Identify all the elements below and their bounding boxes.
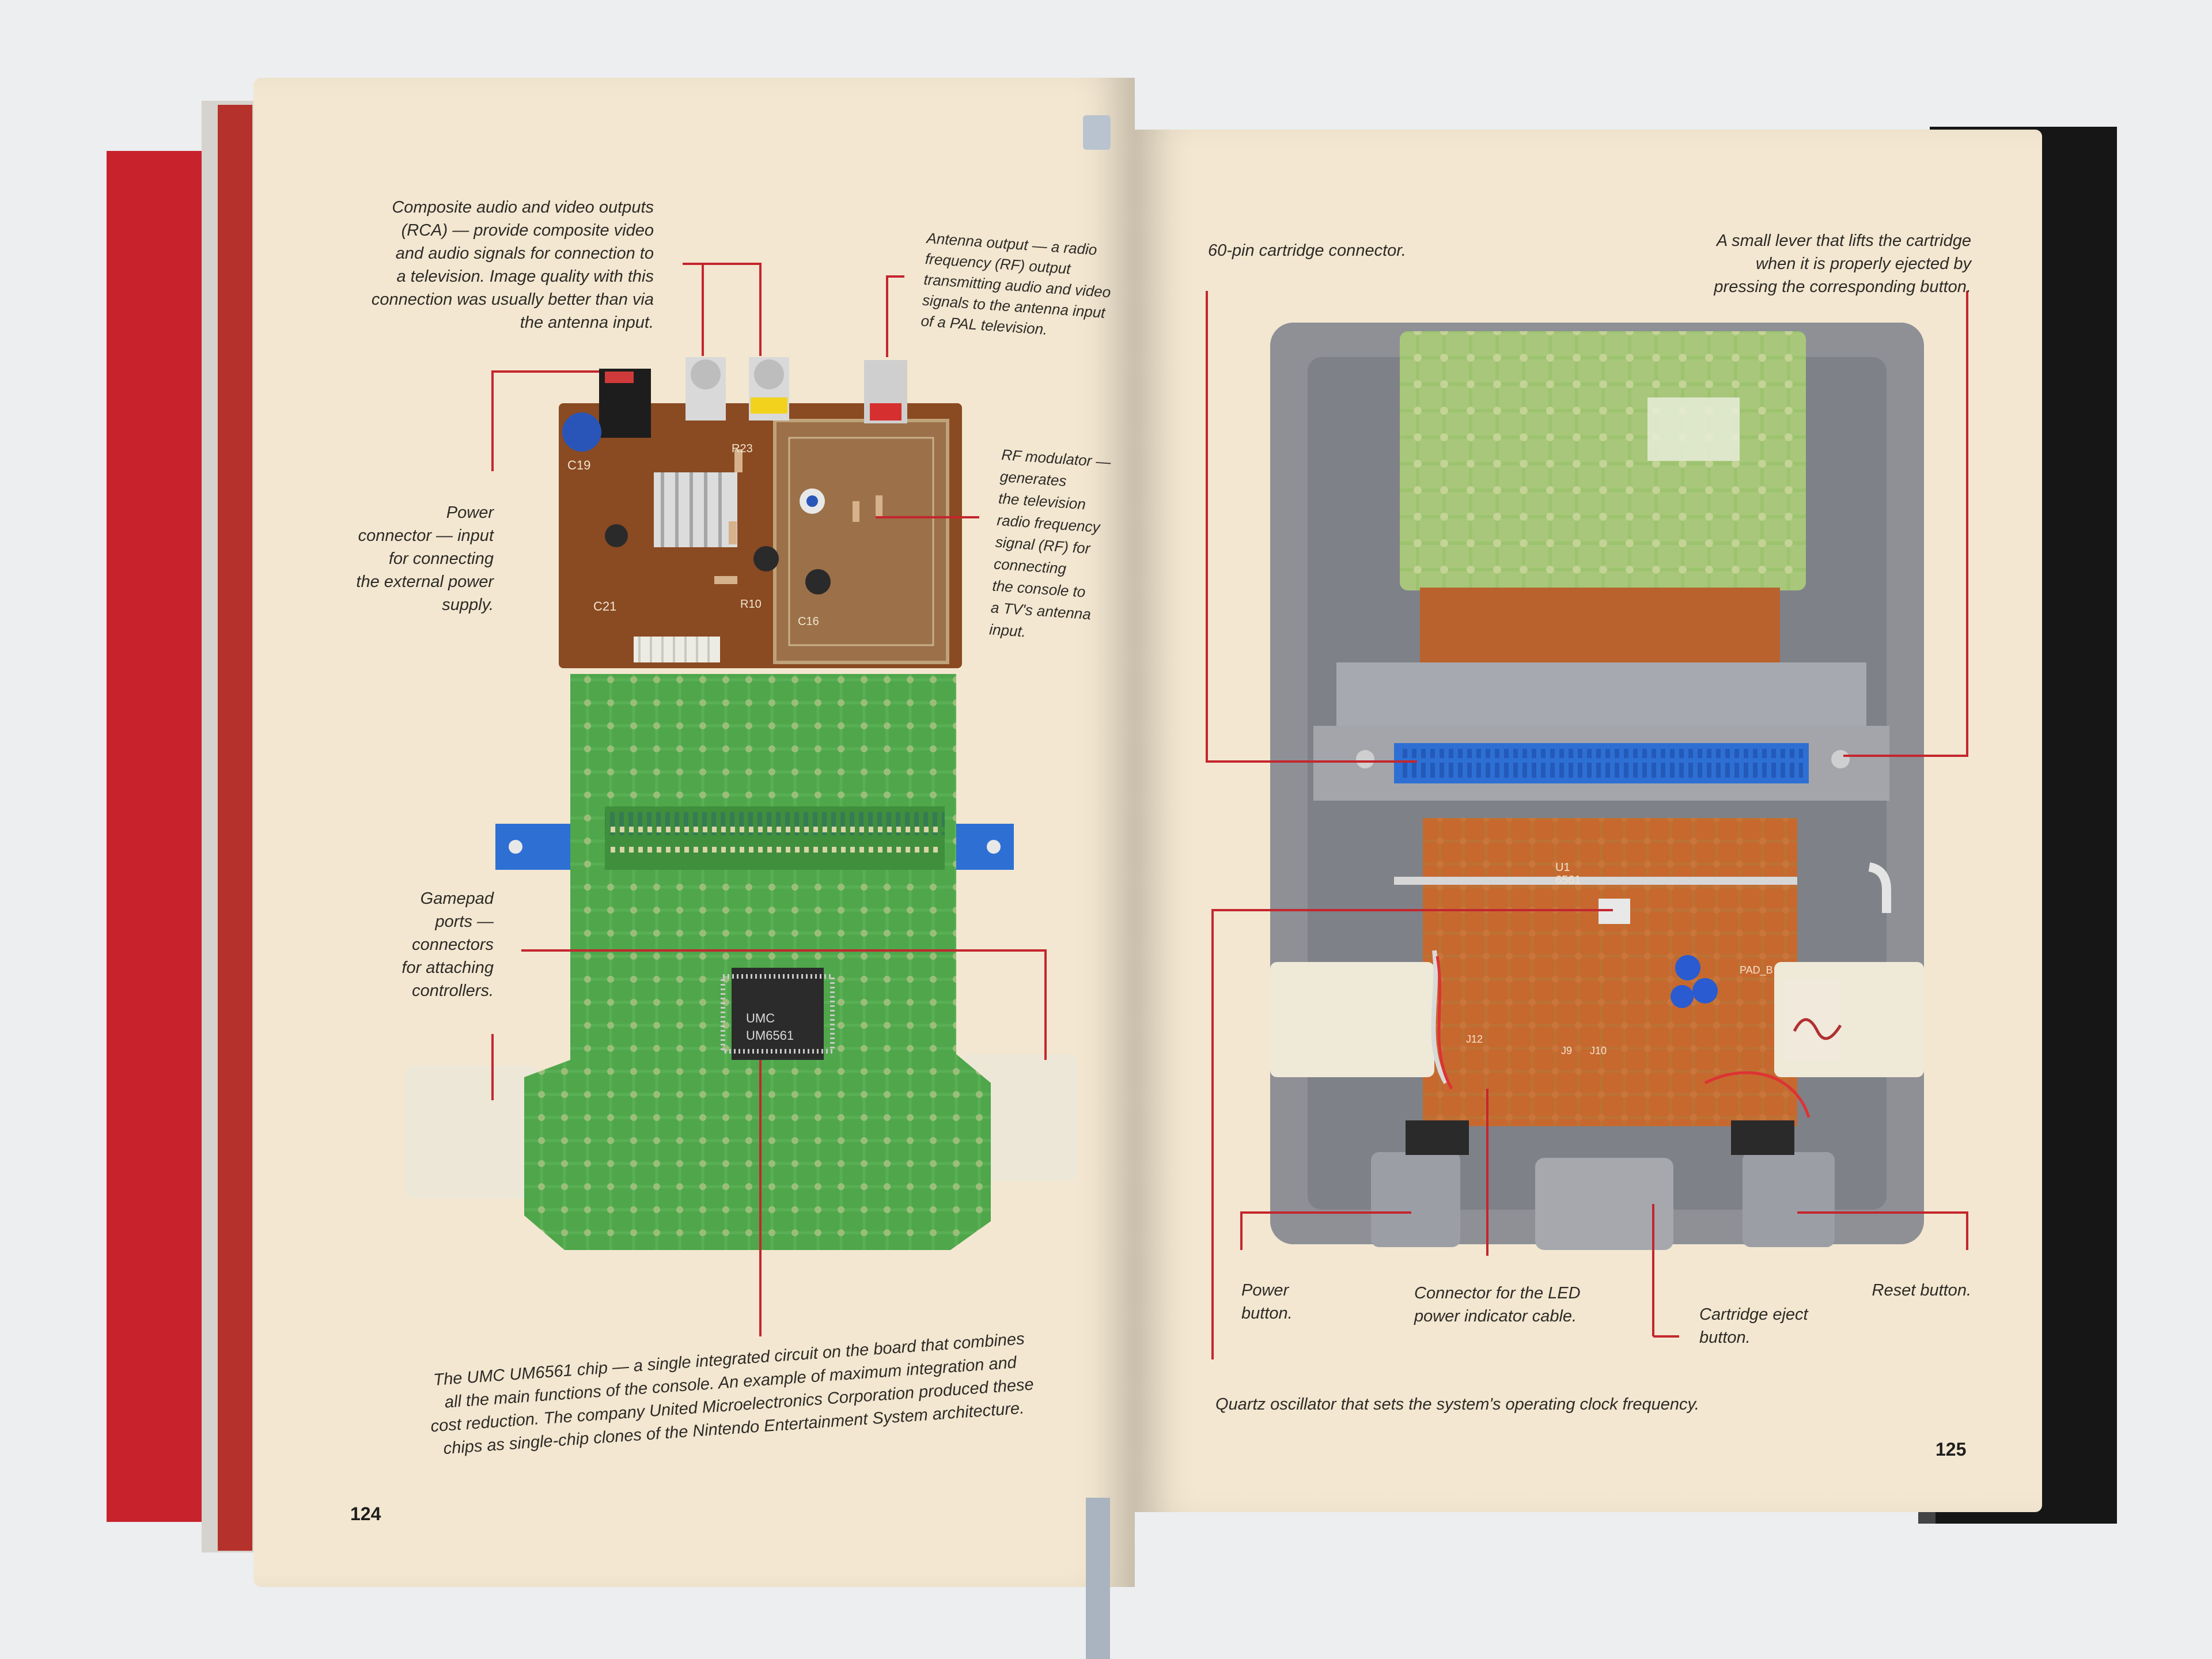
- callout-composite-outputs: Composite audio and video outputs (RCA) …: [371, 198, 654, 332]
- board-marking: C21: [593, 599, 616, 613]
- callout-antenna-output: Antenna output — a radio frequency (RF) …: [920, 229, 1112, 338]
- callout-cartridge-lever: A small lever that lifts the cartridge w…: [1714, 232, 1971, 296]
- board-marking: J12: [1466, 1033, 1483, 1045]
- board-marking: 6561: [1555, 874, 1581, 887]
- board-marking: U1: [1555, 861, 1570, 874]
- board-marking: C16: [798, 615, 819, 628]
- callout-lines: [491, 263, 1968, 1359]
- main-board-photo: [406, 674, 1077, 1250]
- board-marking: C19: [567, 458, 590, 472]
- board-marking: J9: [1561, 1045, 1572, 1056]
- board-marking: R10: [740, 598, 762, 611]
- book-stripe: [218, 105, 252, 1551]
- callout-reset-button: Reset button.: [1872, 1281, 1972, 1300]
- board-marking: UM6561: [746, 1028, 794, 1043]
- board-marking: R23: [732, 442, 753, 455]
- callout-quartz-oscillator: Quartz oscillator that sets the system's…: [1215, 1395, 1699, 1414]
- board-marking: PAD_B: [1740, 964, 1773, 976]
- bookmark-ribbon: [1086, 1498, 1110, 1659]
- callout-cartridge-connector: 60-pin cartridge connector.: [1208, 241, 1406, 260]
- callout-rf-modulator: RF modulator — generates the television …: [988, 445, 1112, 641]
- callout-eject-button: Cartridge eject button.: [1699, 1305, 1808, 1347]
- callout-gamepad-ports: Gamepad ports — connectors for attaching…: [402, 889, 494, 1000]
- board-marking: J10: [1590, 1045, 1607, 1056]
- callout-led-connector: Connector for the LED power indicator ca…: [1414, 1284, 1581, 1325]
- page-number-right: 125: [1936, 1439, 1967, 1460]
- console-photo: [1270, 323, 1924, 1250]
- page-number-left: 124: [350, 1503, 381, 1524]
- callout-power-connector: Power connector — input for connecting t…: [356, 503, 494, 614]
- bookmark-ribbon: [1083, 115, 1111, 150]
- board-marking: UMC: [746, 1011, 775, 1025]
- av-board-photo: [559, 357, 962, 668]
- callout-power-button: Power button.: [1241, 1281, 1293, 1323]
